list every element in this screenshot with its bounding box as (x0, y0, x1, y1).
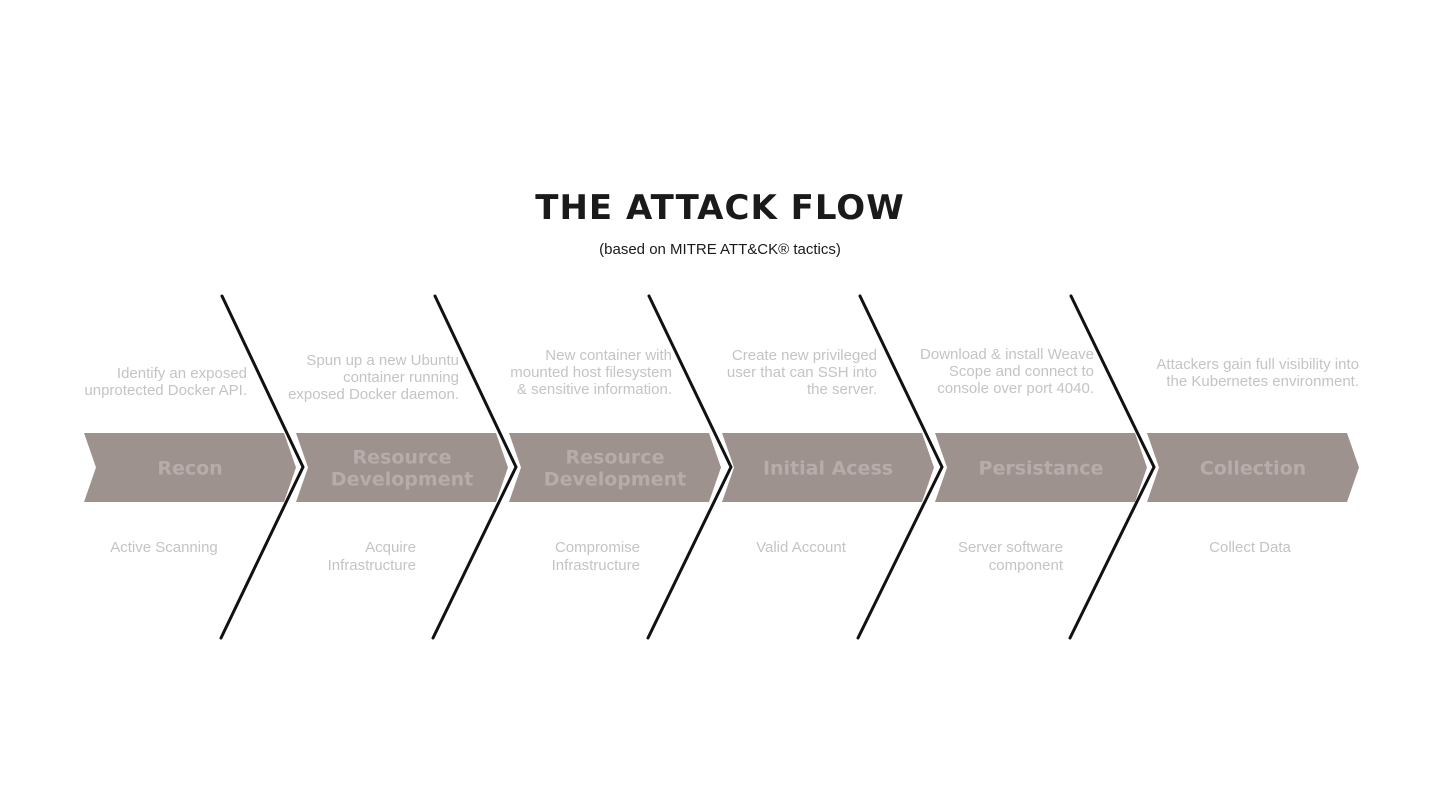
stage-technique-resource-development-2: Compromise Infrastructure (551, 539, 640, 574)
stage-label-collection: Collection (1200, 458, 1306, 480)
divider-line-4 (856, 294, 944, 640)
chevron-initial-access (722, 433, 934, 502)
stage-technique-recon: Active Scanning (110, 539, 218, 556)
stage-label-recon: Recon (157, 458, 222, 480)
stage-description-collection: Attackers gain full visibility into the … (1156, 356, 1359, 390)
chevron-recon (84, 433, 296, 502)
divider-line-1 (219, 294, 305, 640)
divider-line-5 (1068, 294, 1156, 640)
page-subtitle: (based on MITRE ATT&CK® tactics) (599, 241, 841, 258)
stage-technique-collection: Collect Data (1209, 539, 1291, 556)
chevron-collection (1147, 433, 1359, 502)
divider-lines (219, 294, 1156, 640)
stage-label-initial-access: Initial Acess (763, 458, 893, 480)
divider-line-3 (646, 294, 733, 640)
stage-description-initial-access: Create new privileged user that can SSH … (726, 347, 877, 398)
chevron-resource-development-1 (296, 433, 508, 502)
stage-technique-persistence: Server software component (957, 539, 1063, 574)
stage-label-persistence: Persistance (979, 458, 1104, 480)
stage-description-recon: Identify an exposed unprotected Docker A… (84, 365, 247, 399)
stage-description-persistence: Download & install Weave Scope and conne… (920, 346, 1094, 397)
page-title: THE ATTACK FLOW (535, 188, 905, 228)
stage-technique-resource-development-1: Acquire Infrastructure (327, 539, 416, 574)
chevron-persistence (935, 433, 1147, 502)
stage-description-resource-development-2: New container with mounted host filesyst… (510, 347, 672, 398)
stage-technique-initial-access: Valid Account (756, 539, 846, 556)
divider-line-2 (431, 294, 518, 640)
chevron-resource-development-2 (509, 433, 721, 502)
stage-description-resource-development-1: Spun up a new Ubuntu container running e… (288, 352, 459, 403)
